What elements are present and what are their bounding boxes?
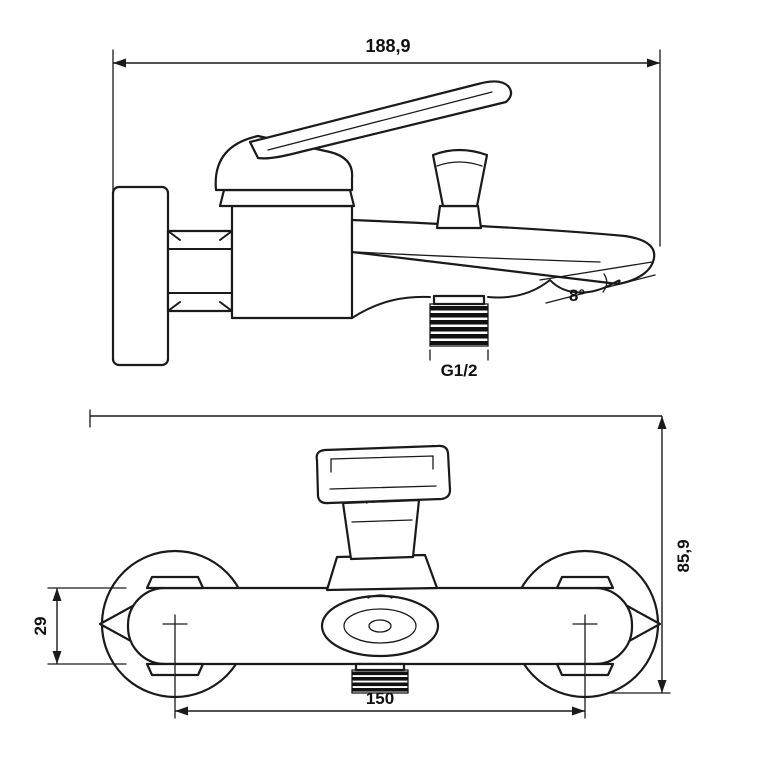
label-overall-height: 85,9 (674, 539, 693, 572)
dimension-spout-angle: 8° (539, 261, 656, 305)
front-view: 85,9 (31, 409, 693, 719)
dim-arrow-right (647, 58, 660, 68)
dimension-thread: G1/2 (429, 349, 489, 380)
lever-handle (248, 80, 513, 160)
dimension-mount-spacing: 150 (162, 614, 598, 719)
label-mount-spacing: 150 (366, 689, 394, 708)
dimension-body-height: 29 (31, 587, 127, 665)
wall-flange (111, 185, 170, 367)
label-body-height: 29 (31, 617, 50, 636)
label-overall-width: 188,9 (365, 36, 410, 56)
dim-arrow-left (113, 58, 126, 68)
aerator-front (320, 594, 440, 658)
shower-outlet-thread (429, 294, 489, 347)
label-outlet-thread: G1/2 (441, 361, 478, 380)
label-spout-angle: 8° (569, 286, 585, 305)
shower-outlet-front (351, 662, 409, 694)
handle-front (315, 444, 452, 592)
dimension-overall-width: 188,9 (112, 36, 661, 247)
side-view: 188,9 (111, 36, 661, 380)
hex-nut (166, 229, 234, 313)
handle-collar (218, 188, 356, 208)
valve-body (230, 204, 354, 320)
diverter-knob (431, 148, 489, 230)
